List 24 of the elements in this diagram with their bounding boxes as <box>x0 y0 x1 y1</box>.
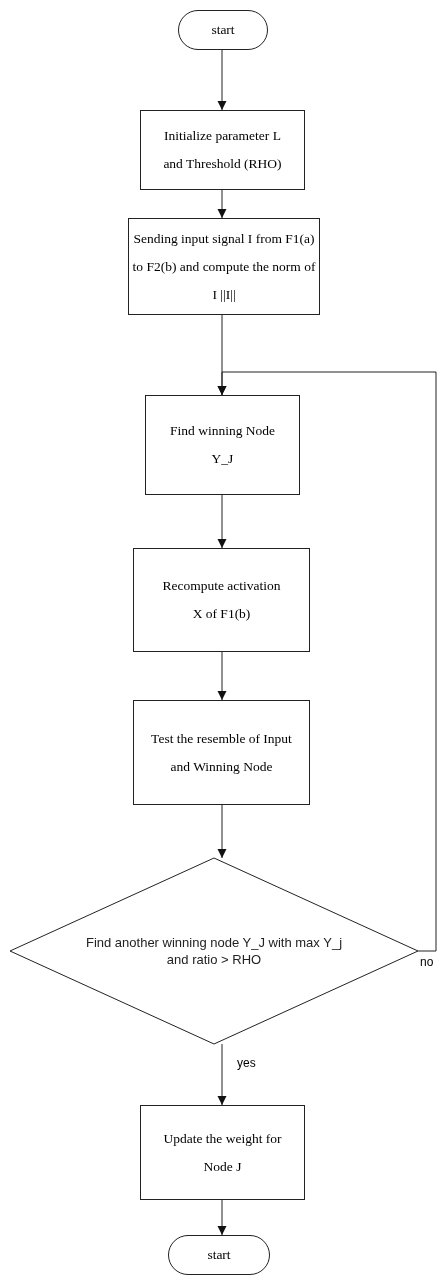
terminal-label: start <box>207 1246 231 1264</box>
arrow <box>217 1199 227 1236</box>
terminal-label: start <box>211 21 235 39</box>
decision-text: Find another winning node Y_J with max Y_j and ratio > RHO <box>84 934 344 968</box>
process-box <box>128 218 320 315</box>
process-text: Find winning Node Y_J <box>170 422 275 468</box>
arrow <box>217 49 227 111</box>
process-text: Test the resemble of Input and Winning Node <box>150 729 293 776</box>
process-box <box>133 548 310 652</box>
process-text: Initialize parameter L and Threshold (RHO) <box>162 127 283 173</box>
arrow <box>217 651 227 701</box>
process-text: Update the weight for Node J <box>162 1129 283 1176</box>
arrow <box>217 371 437 952</box>
arrow <box>217 1043 227 1106</box>
process-box <box>133 700 310 805</box>
process-box <box>140 110 305 190</box>
arrow <box>217 189 227 219</box>
arrow <box>217 494 227 549</box>
process-box <box>145 395 300 495</box>
process-text: Sending input signal I from F1(a) to F2(b) and compute the norm of I ||I|| <box>131 229 317 304</box>
process-box <box>140 1105 305 1200</box>
arrow <box>217 804 227 859</box>
decision-diamond <box>9 857 419 1045</box>
process-text: Recompute activation X of F1(b) <box>161 577 282 623</box>
